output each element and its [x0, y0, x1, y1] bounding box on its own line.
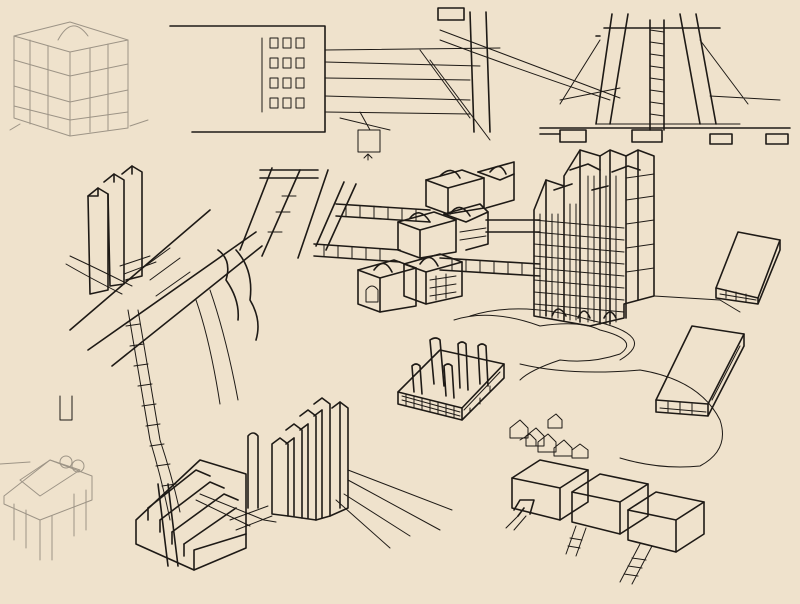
- three-tanks-bottom-right: [505, 459, 705, 585]
- small-houses-cluster: [509, 413, 589, 459]
- flat-building-right-top: [715, 231, 781, 305]
- cube-buildings-center: [357, 161, 515, 313]
- flat-building-right: [655, 325, 745, 417]
- gridded-tower-block: [533, 149, 741, 327]
- pipe-lines: [313, 203, 541, 277]
- column-cluster-bottom: [271, 397, 453, 549]
- factory-with-chimneys: [397, 308, 723, 468]
- stepped-building-bottom: [135, 432, 277, 571]
- bridge-cables-top: [169, 7, 621, 161]
- roads-and-pipes-left: [59, 167, 357, 521]
- pencil-pavilion-bottom-left: [0, 455, 93, 561]
- window-grid: [269, 37, 305, 109]
- tall-slabs-left: [65, 165, 157, 295]
- pencil-building-top-left: [9, 21, 149, 137]
- suspension-tower-top-right: [539, 13, 791, 145]
